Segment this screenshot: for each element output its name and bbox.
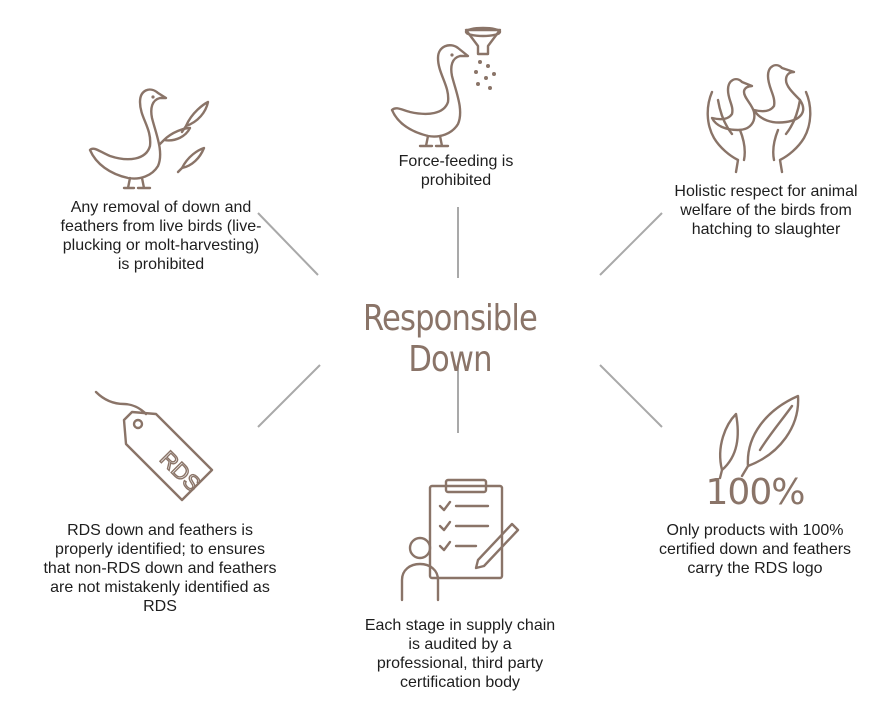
connector-top-left	[257, 212, 319, 276]
caption-certified: Only products with 100% certified down a…	[658, 522, 852, 577]
rds-tag-label: RDS	[155, 446, 206, 497]
connector-bottom-right	[599, 364, 663, 428]
percent-badge: 100%	[705, 472, 806, 513]
caption-animal-welfare: Holistic respect for animal welfare of t…	[674, 183, 858, 238]
connector-bottom-left	[257, 364, 321, 428]
feathers-icon	[718, 394, 800, 480]
clipboard-person-icon	[400, 478, 520, 602]
rds-tag-icon: RDS	[94, 390, 214, 502]
hands-geese-icon	[706, 64, 812, 174]
connector-top-right	[599, 212, 663, 276]
diagram-title: Responsible Down	[362, 298, 538, 380]
caption-no-force-feeding: Force-feeding is prohibited	[398, 153, 514, 189]
caption-no-live-plucking: Any removal of down and feathers from li…	[60, 199, 262, 273]
goose-funnel-icon	[390, 26, 502, 148]
goose-feathers-icon	[88, 88, 210, 190]
caption-identification: RDS down and feathers is properly identi…	[43, 522, 277, 615]
caption-audited: Each stage in supply chain is audited by…	[364, 617, 556, 691]
